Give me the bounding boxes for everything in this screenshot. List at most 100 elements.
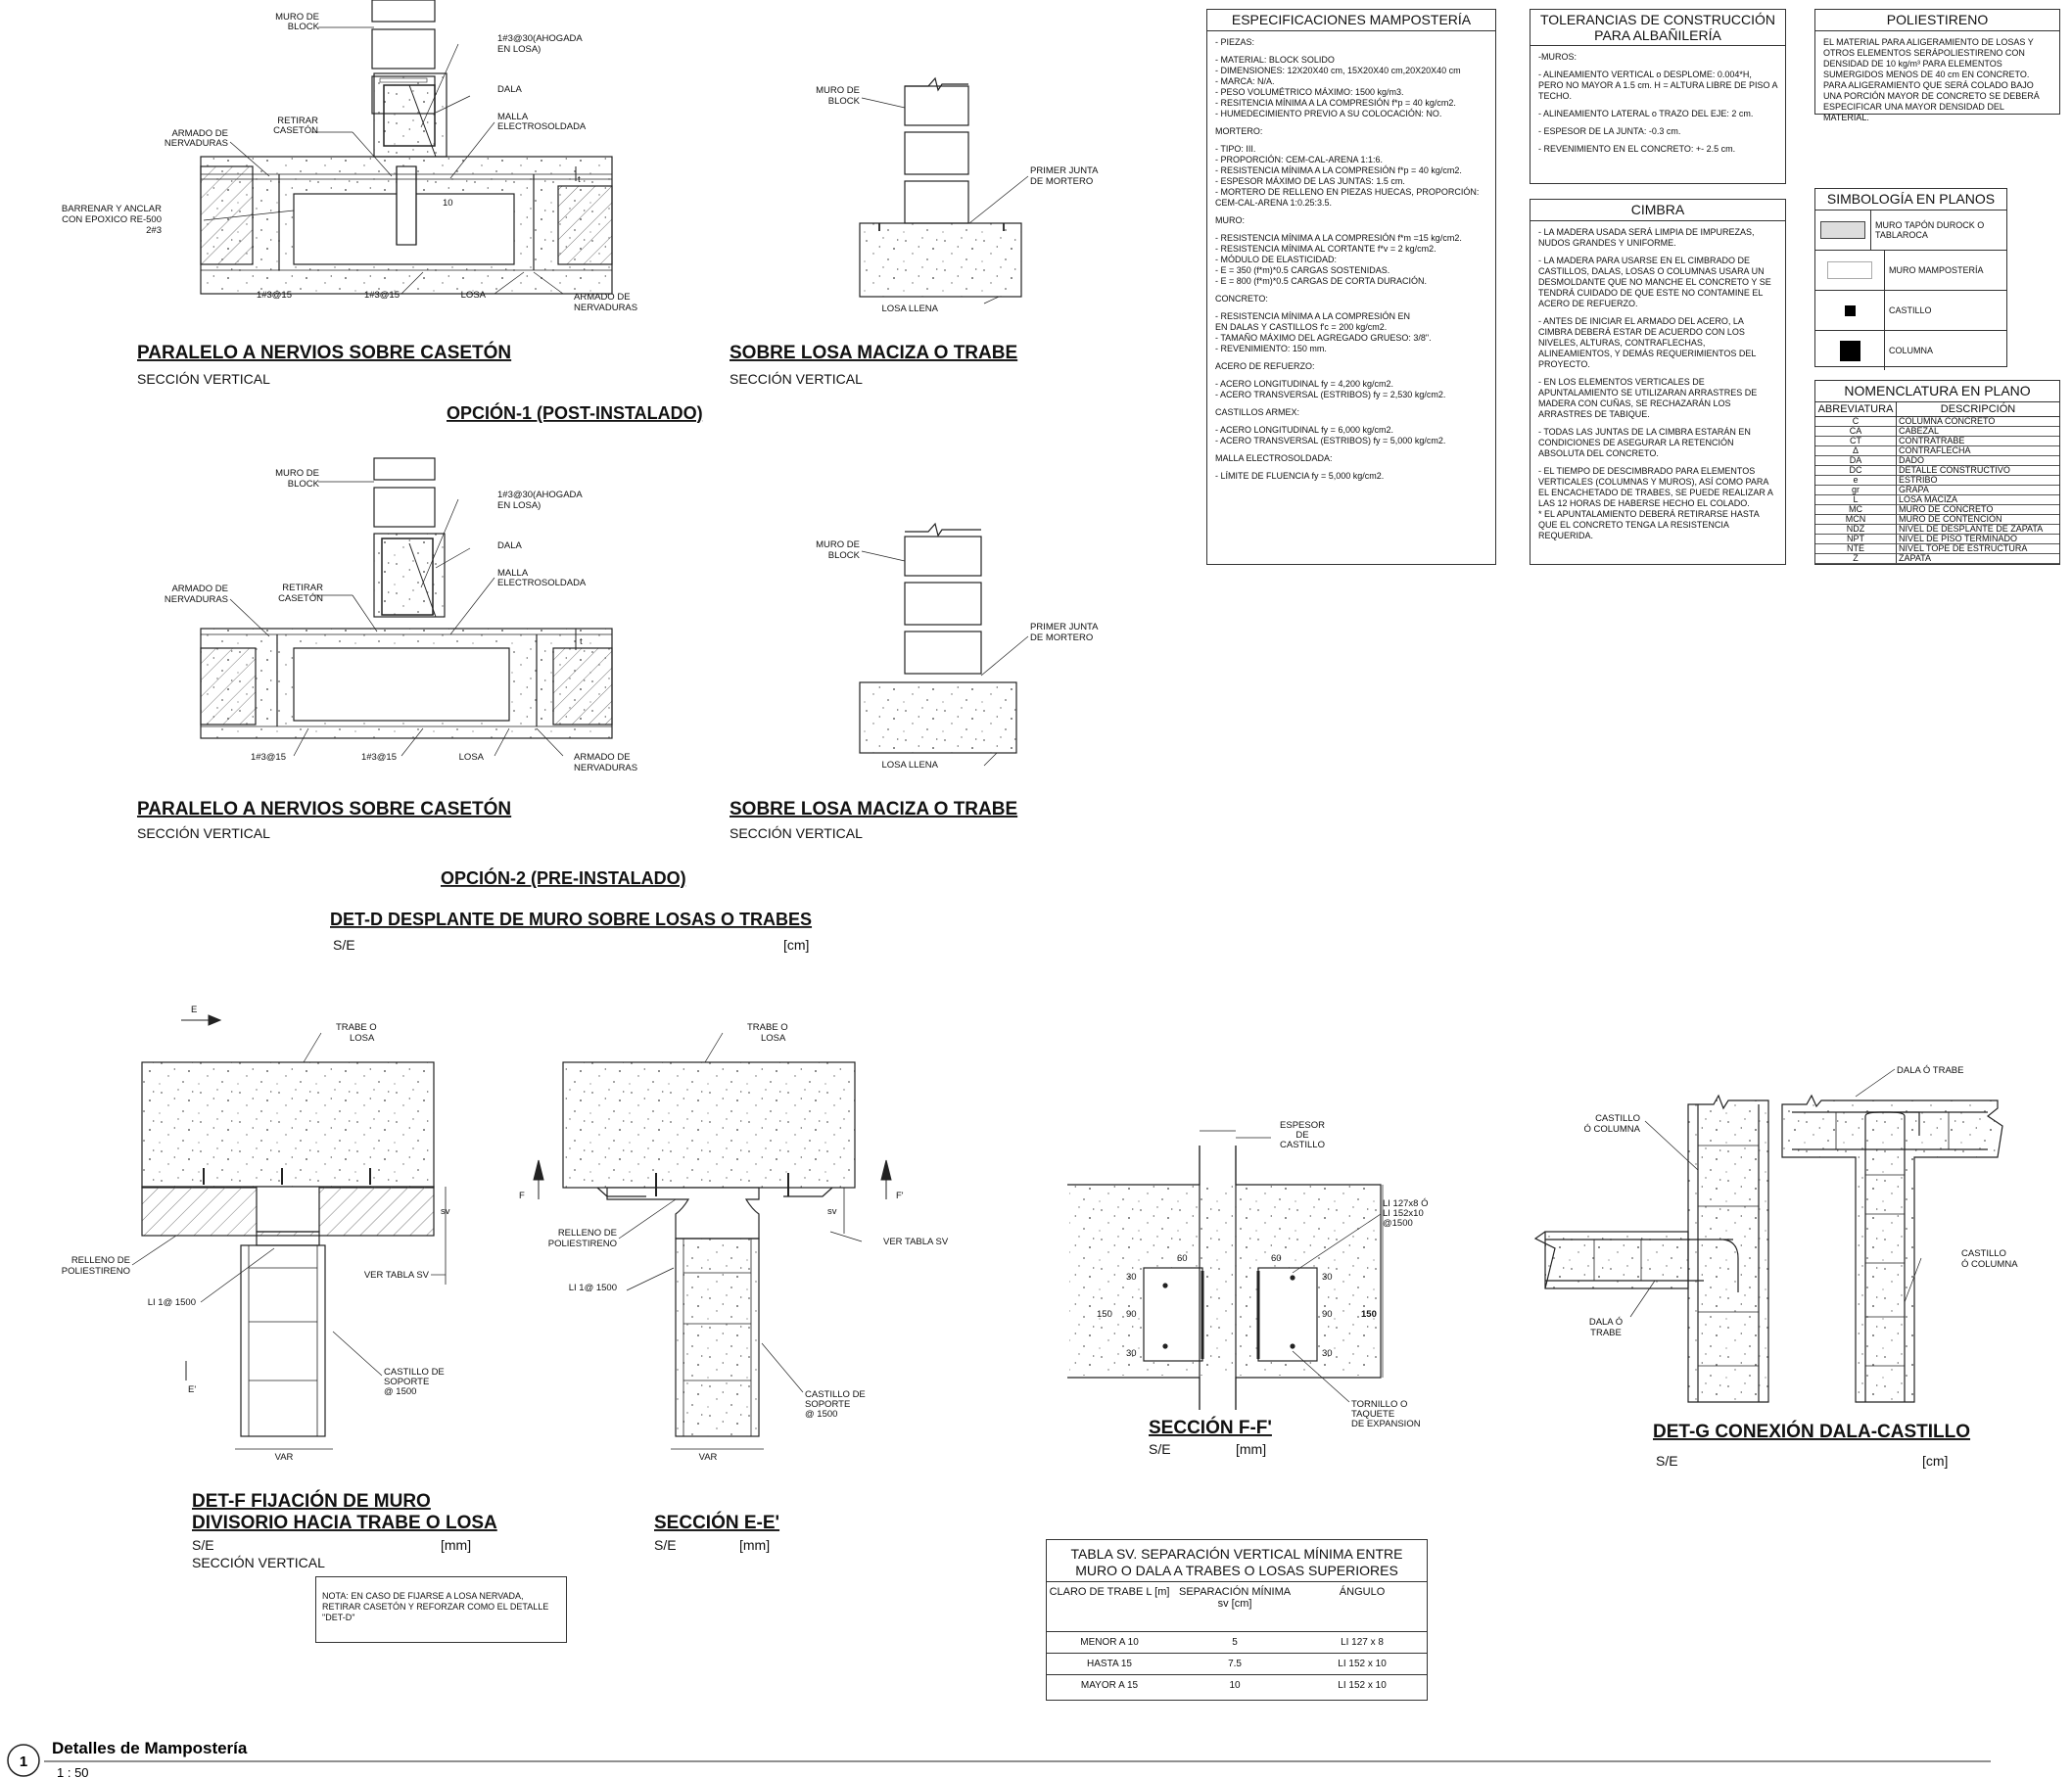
table-cell: LI 152 x 10 — [1338, 1658, 1387, 1669]
description-cell: MURO DE CONTENCIÓN — [1896, 514, 2059, 525]
det-d-opcion2-right-drawing — [859, 522, 1017, 754]
description-cell: CABEZAL — [1896, 426, 2059, 437]
tolerancias-title: TOLERANCIAS DE CONSTRUCCIÓN PARA ALBAÑIL… — [1530, 10, 1785, 46]
seccion-ff-scale: S/E — [1149, 1441, 1171, 1457]
spec-paragraph: ACERO DE REFUERZO: — [1215, 361, 1315, 371]
svg-text:DALA Ó TRABE: DALA Ó TRABE — [1897, 1065, 1963, 1076]
svg-text:Ó COLUMNA: Ó COLUMNA — [1583, 1124, 1640, 1135]
description-cell: DETALLE CONSTRUCTIVO — [1896, 465, 2059, 476]
table-cell: 10 — [1229, 1679, 1241, 1691]
spec-paragraph: - MATERIAL: BLOCK SOLIDO - DIMENSIONES: … — [1215, 55, 1461, 118]
especificaciones-box: ESPECIFICACIONES MAMPOSTERÍA - PIEZAS:- … — [1206, 9, 1496, 565]
simbologia-row: MURO MAMPOSTERÍA — [1815, 250, 2006, 290]
det-g-units: [cm] — [1922, 1453, 1948, 1469]
svg-text:LOSA: LOSA — [459, 752, 485, 763]
det-d-opcion1-right-leaders — [861, 97, 1029, 304]
simbologia-box: SIMBOLOGÍA EN PLANOS MURO TAPÓN DUROCK O… — [1814, 188, 2007, 370]
svg-text:BARRENAR Y ANCLAR: BARRENAR Y ANCLAR — [62, 204, 162, 214]
svg-text:LOSA LLENA: LOSA LLENA — [881, 304, 938, 314]
table-cell: 5 — [1232, 1636, 1238, 1648]
subtitle-seccion-vertical-4: SECCIÓN VERTICAL — [730, 825, 863, 841]
svg-text:LOSA: LOSA — [461, 290, 487, 301]
seccion-ff-leaders — [1236, 1137, 1382, 1403]
det-d-scale: S/E — [333, 937, 355, 953]
svg-text:MURO DE: MURO DE — [275, 468, 319, 479]
nomenclatura-title: NOMENCLATURA EN PLANO — [1815, 381, 2059, 402]
description-cell: GRAPA — [1896, 485, 2059, 495]
det-g-leaders — [1629, 1068, 1922, 1318]
svg-text:1#3@30(AHOGADA: 1#3@30(AHOGADA — [497, 33, 583, 44]
det-f-note: NOTA: EN CASO DE FIJARSE A LOSA NERVADA,… — [315, 1576, 567, 1643]
svg-text:1#3@15: 1#3@15 — [361, 752, 397, 763]
large-black-square-icon — [1839, 340, 1860, 361]
tabla-sv: TABLA SV. SEPARACIÓN VERTICAL MÍNIMA ENT… — [1046, 1539, 1428, 1701]
spec-paragraph: - ALINEAMIENTO LATERAL o TRAZO DEL EJE: … — [1538, 109, 1754, 118]
svg-text:CASTILLO DE: CASTILLO DE — [384, 1367, 445, 1378]
description-cell: COLUMNA CONCRETO — [1896, 416, 2059, 427]
seccion-ee-leaders — [618, 1032, 863, 1393]
abbreviation-cell: CA — [1815, 426, 1897, 437]
svg-text:LOSA: LOSA — [761, 1033, 786, 1044]
abbreviation-cell: NDZ — [1815, 524, 1897, 535]
abbreviation-cell: e — [1815, 475, 1897, 486]
spec-paragraph: - LA MADERA USADA SERÁ LIMPIA DE IMPUREZ… — [1538, 227, 1755, 248]
svg-text:2#3: 2#3 — [146, 225, 162, 236]
svg-text:Ó COLUMNA: Ó COLUMNA — [1961, 1259, 2018, 1270]
spec-paragraph: - ACERO LONGITUDINAL fy = 6,000 kg/cm2. … — [1215, 425, 1446, 445]
footer: 1 Detalles de Mampostería 1 : 50 — [7, 1739, 1991, 1778]
seccion-ee-labels: TRABE O LOSA RELLENO DE POLIESTIRENO LI … — [519, 1022, 949, 1463]
nomenclatura-header: ABREVIATURA — [1815, 402, 1897, 417]
svg-text:EN LOSA): EN LOSA) — [497, 500, 541, 511]
description-cell: MURO DE CONCRETO — [1896, 504, 2059, 515]
title-seccion-ff: SECCIÓN F-F' — [1149, 1417, 1272, 1438]
title-opcion-1: OPCIÓN-1 (POST-INSTALADO) — [447, 402, 703, 423]
description-cell: ESTRIBO — [1896, 475, 2059, 486]
cimbra-box: CIMBRA - LA MADERA USADA SERÁ LIMPIA DE … — [1530, 199, 1786, 565]
svg-text:LI 1@ 1500: LI 1@ 1500 — [148, 1297, 196, 1308]
spec-paragraph: MORTERO: — [1215, 126, 1263, 136]
abbreviation-cell: L — [1815, 494, 1897, 505]
det-d-units: [cm] — [783, 937, 809, 953]
abbreviation-cell: CT — [1815, 436, 1897, 446]
table-cell: LI 152 x 10 — [1338, 1679, 1387, 1691]
svg-text:ELECTROSOLDADA: ELECTROSOLDADA — [497, 121, 587, 132]
det-f-subtitle: SECCIÓN VERTICAL — [192, 1555, 325, 1570]
svg-text:90: 90 — [1126, 1309, 1137, 1320]
svg-text:DALA: DALA — [497, 84, 522, 95]
nomenclatura-header: DESCRIPCIÓN — [1896, 402, 2059, 417]
svg-text:CASETÓN: CASETÓN — [278, 593, 323, 604]
det-f-labels: TRABE O LOSA RELLENO DE POLIESTIRENO LI … — [62, 1005, 450, 1463]
abbreviation-cell: NPT — [1815, 534, 1897, 544]
det-f-leaders — [131, 1032, 446, 1377]
det-f-units: [mm] — [441, 1537, 471, 1553]
svg-text:PRIMER JUNTA: PRIMER JUNTA — [1030, 165, 1099, 176]
svg-text:CASTILLO: CASTILLO — [1280, 1140, 1325, 1150]
simbologia-row: MURO TAPÓN DUROCK O TABLAROCA — [1815, 210, 2006, 250]
white-rect-swatch-icon — [1827, 261, 1872, 279]
det-d-opcion2-right-leaders — [861, 550, 1029, 767]
table-cell: MAYOR A 15 — [1080, 1679, 1139, 1691]
det-d-opcion2-left-leaders — [229, 481, 564, 757]
spec-paragraph: - TODAS LAS JUNTAS DE LA CIMBRA ESTARÁN … — [1538, 427, 1751, 458]
abbreviation-cell: gr — [1815, 485, 1897, 495]
svg-text:CASETÓN: CASETÓN — [273, 125, 318, 136]
simbologia-row: CASTILLO — [1815, 290, 2006, 330]
seccion-ff-labels: ESPESOR DE CASTILLO LI 127x8 Ó LI 152x10… — [1097, 1120, 1428, 1429]
svg-text:DE MORTERO: DE MORTERO — [1030, 176, 1093, 187]
poliestireno-title: POLIESTIRENO — [1815, 10, 2059, 31]
spec-paragraph: - ACERO LONGITUDINAL fy = 4,200 kg/cm2. … — [1215, 379, 1446, 399]
tolerancias-box: TOLERANCIAS DE CONSTRUCCIÓN PARA ALBAÑIL… — [1530, 9, 1786, 184]
svg-text:150: 150 — [1361, 1309, 1377, 1320]
svg-text:NERVADURAS: NERVADURAS — [574, 303, 637, 313]
abbreviation-cell: C — [1815, 416, 1897, 427]
svg-text:LI 127x8 Ó: LI 127x8 Ó — [1383, 1198, 1428, 1209]
svg-text:t: t — [578, 174, 581, 185]
poliestireno-body: EL MATERIAL PARA ALIGERAMIENTO DE LOSAS … — [1823, 37, 2040, 122]
svg-text:ARMADO DE: ARMADO DE — [171, 128, 228, 139]
